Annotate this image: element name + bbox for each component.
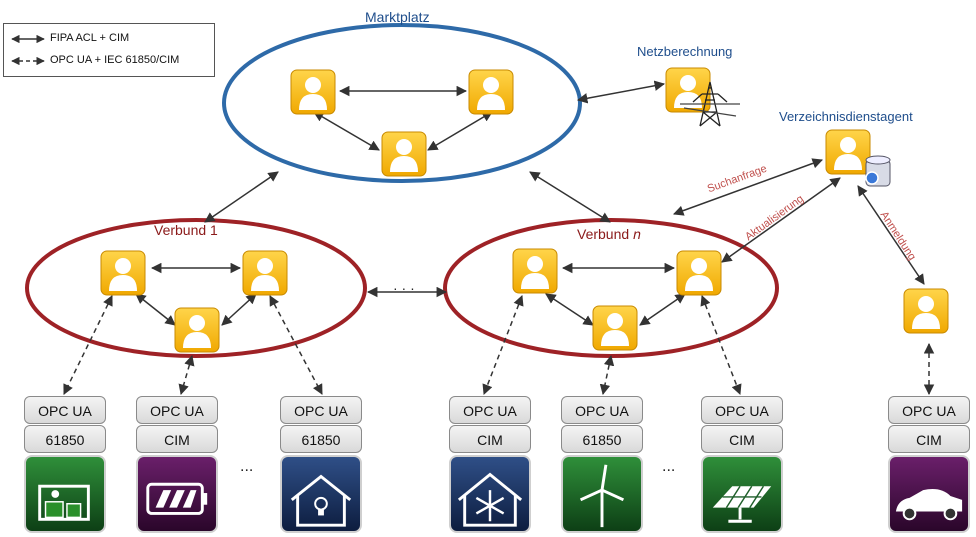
link-mp-b-c — [427, 111, 493, 151]
opc-link-1 — [63, 295, 113, 395]
groupn-agent-a-icon — [512, 248, 558, 294]
grid-calc-label: Netzberechnung — [637, 44, 733, 59]
marketplace-agent-c-icon — [381, 131, 427, 177]
group-1-ellipse — [25, 218, 367, 358]
smart-home-icon — [280, 455, 362, 533]
opc-link-5 — [599, 354, 615, 396]
directory-database-icon — [865, 155, 891, 187]
group1-agent-b-icon — [242, 250, 288, 296]
group-1-title: Verbund 1 — [154, 222, 218, 238]
ev-agent-icon — [903, 288, 949, 334]
link-g1-a-c — [135, 293, 176, 326]
link-mp-group1 — [204, 171, 279, 223]
electric-car-icon — [888, 455, 970, 533]
protocol-opcua-label: OPC UA — [701, 396, 783, 424]
legend-lines — [11, 34, 45, 66]
solar-panel-icon — [701, 455, 783, 533]
protocol-opcua-label: OPC UA — [561, 396, 643, 424]
link-register — [857, 185, 925, 285]
plant-icon — [24, 455, 106, 533]
group1-agent-c-icon — [174, 307, 220, 353]
link-gn-a-c — [545, 293, 594, 326]
ellipsis-right: ... — [662, 458, 676, 475]
group-n-title: Verbund n — [577, 226, 641, 242]
power-pylon-icon — [680, 81, 740, 127]
protocol-model-label: CIM — [888, 425, 970, 453]
marketplace-agent-a-icon — [290, 69, 336, 115]
legend-box: FIPA ACL + CIM OPC UA + IEC 61850/CIM — [3, 23, 215, 77]
opc-link-2 — [178, 354, 195, 396]
cold-storage-icon — [449, 455, 531, 533]
protocol-model-label: CIM — [136, 425, 218, 453]
legend-solid-label: FIPA ACL + CIM — [50, 32, 130, 44]
link-gn-b-c — [639, 293, 686, 326]
link-mp-netz — [576, 80, 666, 104]
ellipsis-left: ... — [240, 458, 254, 475]
protocol-model-label: 61850 — [561, 425, 643, 453]
marketplace-agent-b-icon — [468, 69, 514, 115]
protocol-opcua-label: OPC UA — [280, 396, 362, 424]
protocol-model-label: CIM — [701, 425, 783, 453]
protocol-model-label: CIM — [449, 425, 531, 453]
directory-agent-icon — [825, 129, 871, 175]
protocol-opcua-label: OPC UA — [888, 396, 970, 424]
legend-dashed-label: OPC UA + IEC 61850/CIM — [50, 54, 180, 66]
protocol-model-label: 61850 — [24, 425, 106, 453]
protocol-opcua-label: OPC UA — [24, 396, 106, 424]
marketplace-title: Marktplatz — [365, 9, 430, 25]
groupn-agent-b-icon — [676, 250, 722, 296]
directory-agent-label: Verzeichnisdienstagent — [779, 109, 913, 124]
opc-link-3 — [269, 295, 323, 395]
link-mp-a-c — [313, 111, 380, 151]
groupn-agent-c-icon — [592, 305, 638, 351]
link-g1-b-c — [221, 293, 257, 326]
link-mp-groupn — [529, 171, 611, 223]
battery-icon — [136, 455, 218, 533]
grid-calc-agent-icon — [665, 67, 711, 113]
link-update — [721, 177, 841, 263]
wind-turbine-icon — [561, 455, 643, 533]
protocol-opcua-label: OPC UA — [449, 396, 531, 424]
protocol-model-label: 61850 — [280, 425, 362, 453]
protocol-opcua-label: OPC UA — [136, 396, 218, 424]
group1-agent-a-icon — [100, 250, 146, 296]
groups-ellipsis: · · · — [393, 280, 415, 296]
